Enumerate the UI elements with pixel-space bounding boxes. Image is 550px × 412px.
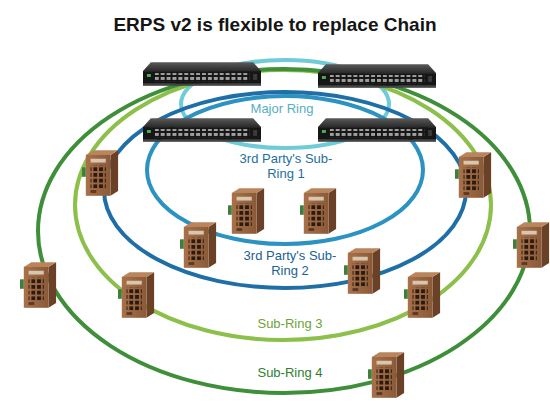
industrial-switch	[300, 188, 336, 234]
ring-ellipse	[181, 60, 389, 148]
ring-ellipse	[75, 70, 491, 340]
ring-label: Major Ring	[227, 101, 337, 116]
ring-node: 3rd Party's Sub-Ring 2	[100, 88, 470, 292]
ring-label: Sub-Ring 4	[230, 365, 350, 380]
ring-ellipse	[38, 69, 530, 393]
industrial-switch	[228, 188, 264, 234]
ring-label: 3rd Party's Sub-Ring 1	[236, 151, 336, 181]
industrial-switch	[118, 272, 154, 318]
ring-ellipse	[104, 92, 466, 288]
ring-ellipse	[147, 96, 423, 244]
diagram-title: ERPS v2 is flexible to replace Chain	[0, 14, 550, 36]
ring-label: Sub-Ring 3	[230, 316, 350, 331]
ring-label: 3rd Party's Sub-Ring 2	[240, 248, 340, 278]
industrial-switch	[344, 248, 380, 294]
